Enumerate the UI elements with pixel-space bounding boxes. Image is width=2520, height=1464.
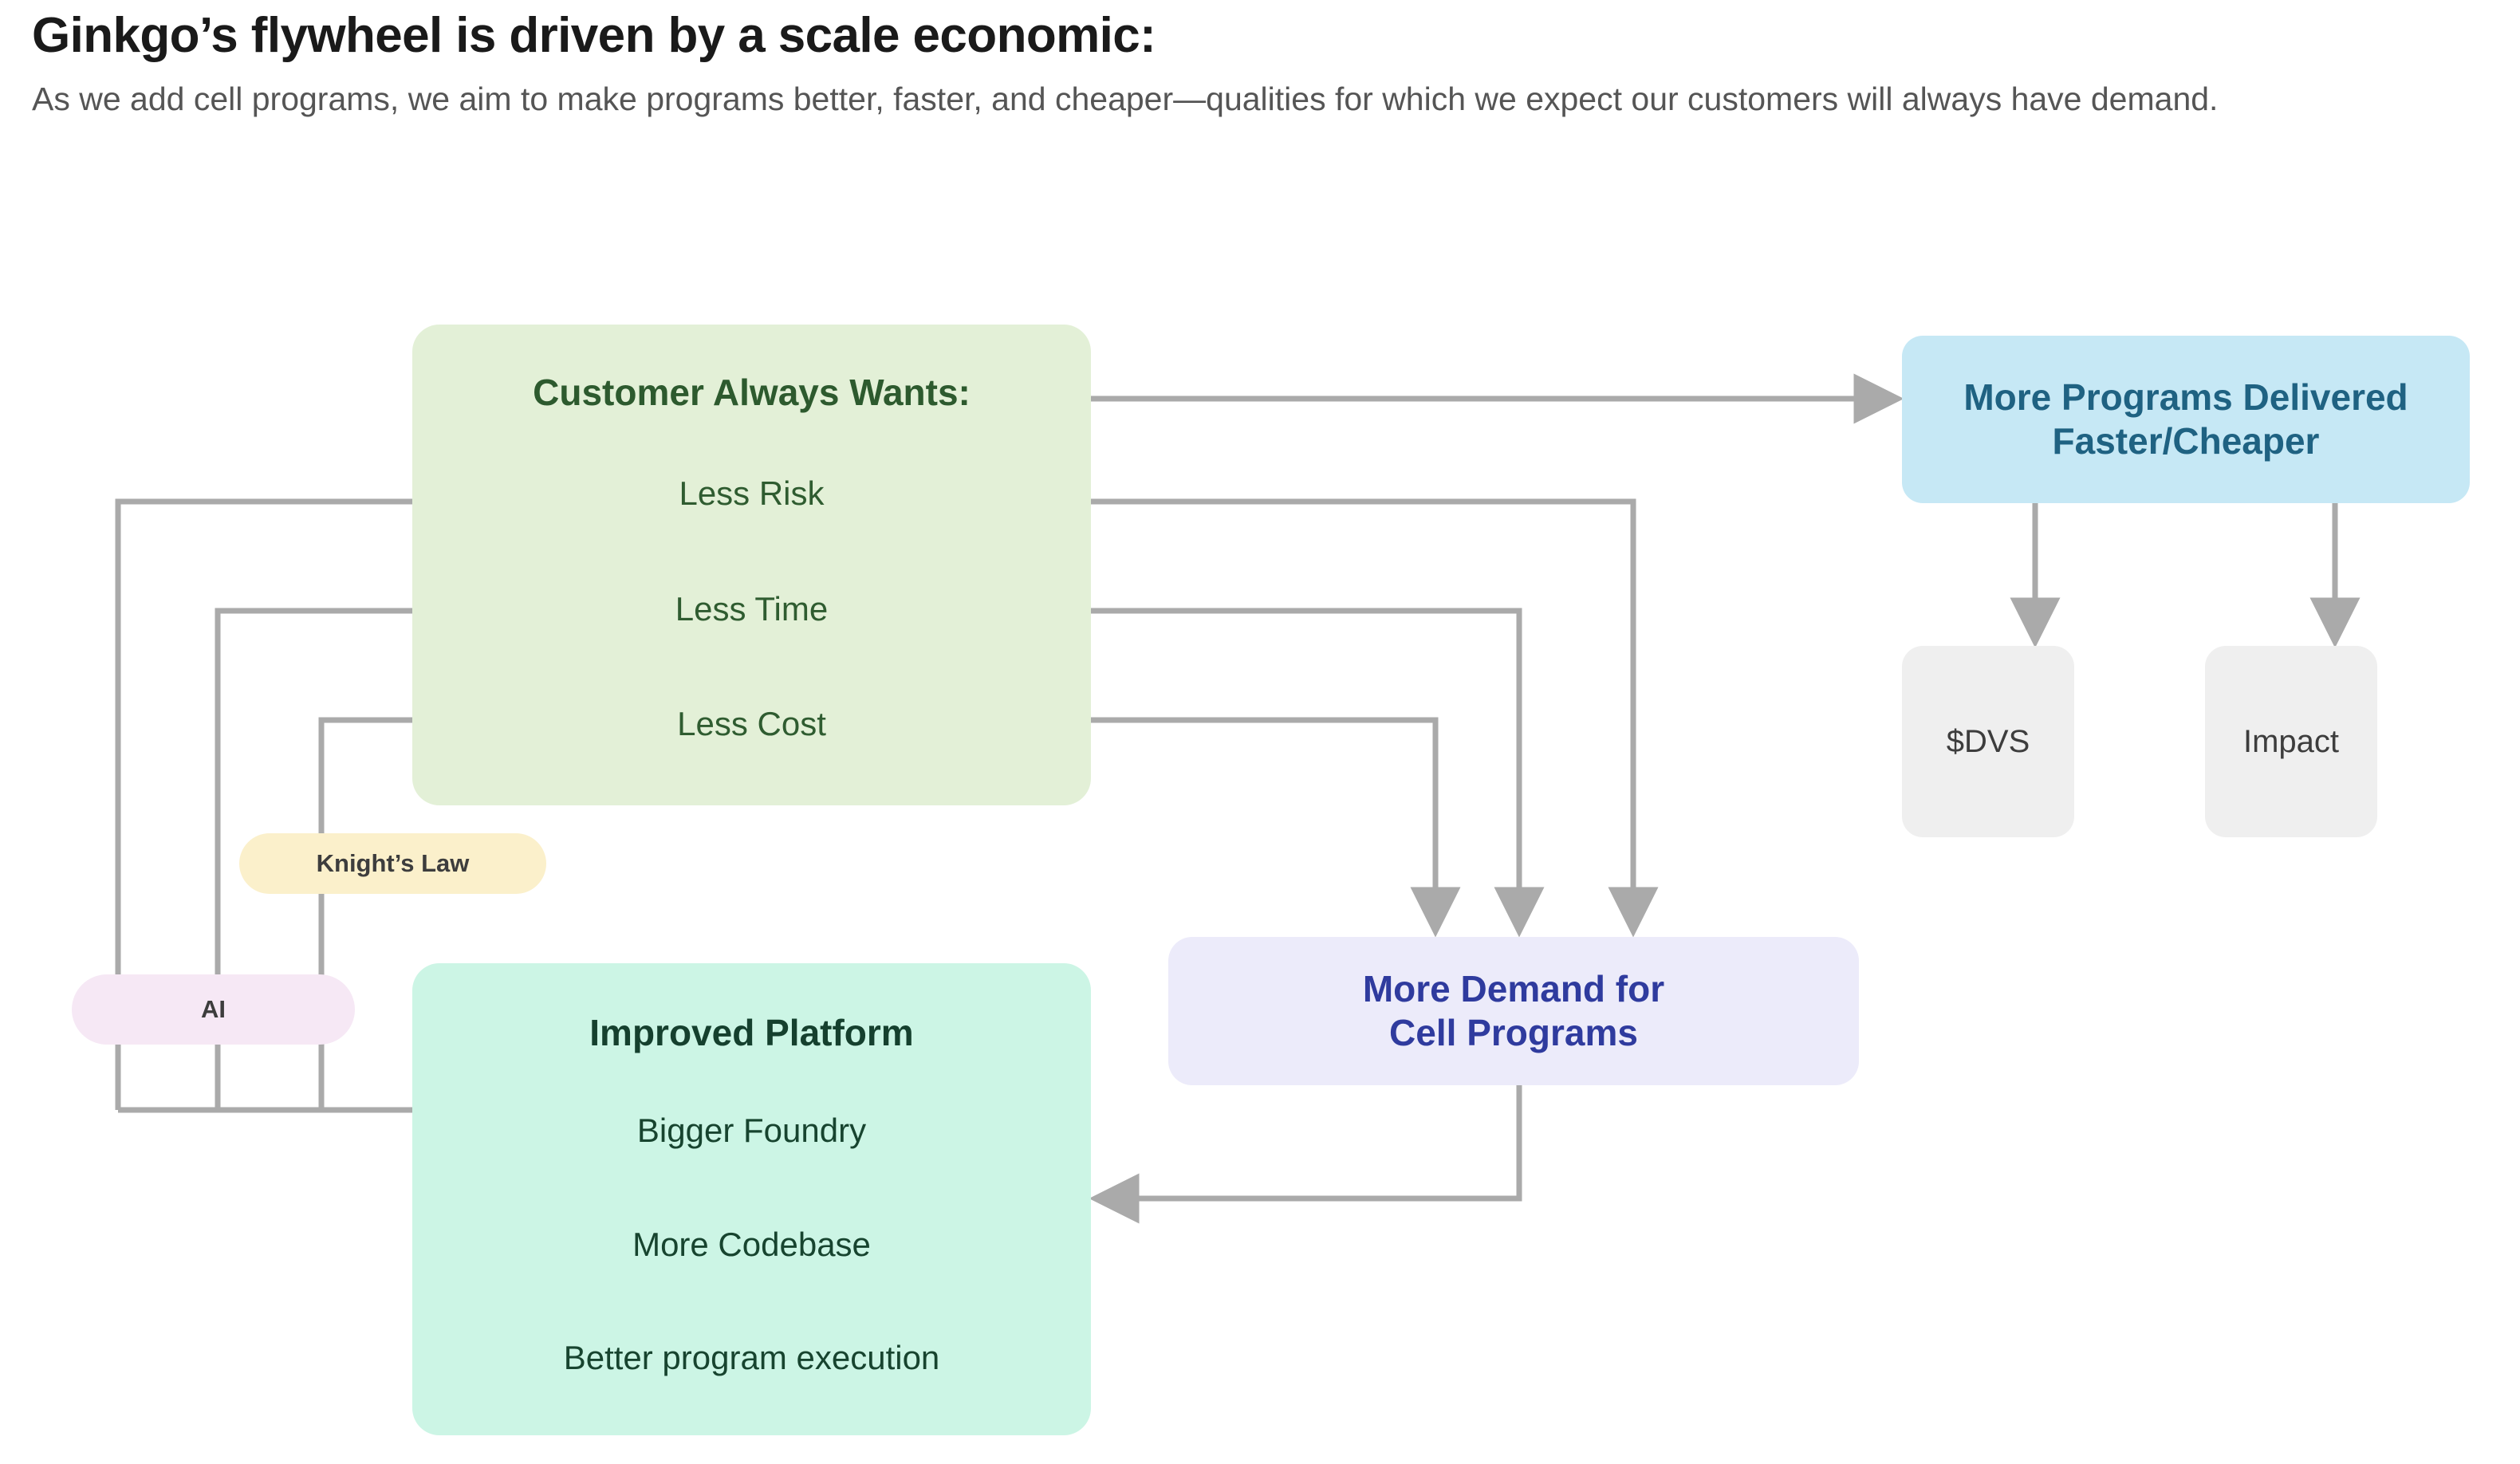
node-improved-platform[interactable]: Improved Platform Bigger Foundry More Co… bbox=[412, 963, 1091, 1435]
pill-knights-law[interactable]: Knight’s Law bbox=[239, 833, 546, 894]
node-improved-platform-title: Improved Platform bbox=[589, 1012, 914, 1053]
node-dvs[interactable]: $DVS bbox=[1902, 646, 2074, 837]
node-more-programs-line-1: More Programs Delivered bbox=[1963, 376, 2408, 418]
page-title: Ginkgo’s flywheel is driven by a scale e… bbox=[32, 8, 1156, 63]
node-customer-always-wants-title: Customer Always Wants: bbox=[533, 372, 971, 413]
node-item-less-cost: Less Cost bbox=[677, 704, 826, 742]
node-item-more-codebase: More Codebase bbox=[632, 1225, 871, 1263]
node-item-bigger-foundry: Bigger Foundry bbox=[636, 1112, 867, 1150]
node-more-programs-line-2: Faster/Cheaper bbox=[2052, 420, 2320, 462]
node-more-demand-for-cell-programs[interactable]: More Demand for Cell Programs bbox=[1168, 937, 1859, 1085]
page-subtitle: As we add cell programs, we aim to make … bbox=[32, 81, 2219, 118]
node-more-demand-line-1: More Demand for bbox=[1362, 967, 1665, 1009]
node-impact[interactable]: Impact bbox=[2205, 646, 2377, 837]
node-item-less-risk: Less Risk bbox=[679, 474, 825, 513]
connector-less-cost-to-more-demand bbox=[1091, 717, 1461, 938]
connector-less-risk-to-more-demand bbox=[1091, 498, 1659, 938]
node-item-less-time: Less Time bbox=[675, 589, 829, 628]
pill-ai[interactable]: AI bbox=[72, 974, 355, 1045]
node-dvs-label: $DVS bbox=[1946, 724, 2030, 759]
connector-more-demand-to-improved-platform bbox=[1089, 1085, 1522, 1224]
header: Ginkgo’s flywheel is driven by a scale e… bbox=[32, 8, 2488, 121]
node-impact-label: Impact bbox=[2242, 724, 2340, 759]
node-more-demand-line-2: Cell Programs bbox=[1389, 1012, 1638, 1053]
node-more-programs-delivered[interactable]: More Programs Delivered Faster/Cheaper bbox=[1902, 336, 2470, 503]
node-customer-always-wants[interactable]: Customer Always Wants: Less Risk Less Ti… bbox=[412, 325, 1091, 805]
node-item-better-program-execution: Better program execution bbox=[563, 1338, 940, 1376]
connector-less-time-to-more-demand bbox=[1091, 608, 1545, 938]
